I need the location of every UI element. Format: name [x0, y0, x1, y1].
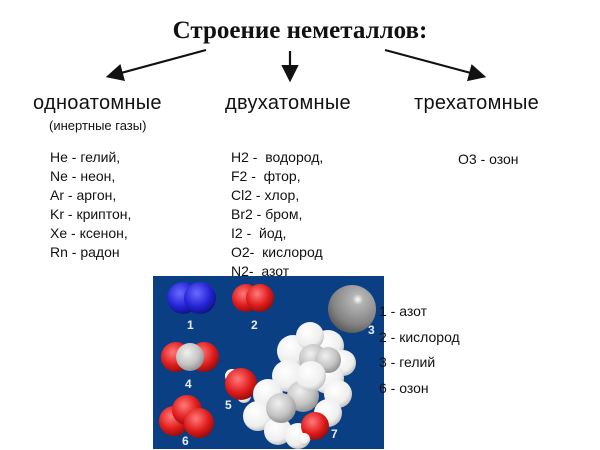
- category-monatomic: одноатомные: [33, 92, 162, 114]
- legend-item: 1 - азот: [379, 303, 428, 319]
- molecule-organic: [243, 322, 356, 449]
- figure-legend: 1 - азот 2 - кислород 3 - гелий 6 - озон: [379, 299, 460, 401]
- list-item: Br2 - бром,: [231, 206, 303, 222]
- arrow-left: [105, 48, 207, 82]
- legend-item: 2 - кислород: [379, 328, 460, 345]
- monatomic-list: He - гелий, Ne - неон, Ar - аргон, Kr - …: [50, 148, 131, 262]
- list-item: Ne - неон,: [50, 168, 116, 184]
- arrow-right: [384, 48, 487, 82]
- list-item: He - гелий,: [50, 149, 121, 165]
- list-item: Kr - криптон,: [50, 206, 132, 222]
- list-item: I2 - йод,: [231, 225, 287, 241]
- molecule-n2: [167, 282, 216, 314]
- molecule-h2o: [225, 368, 257, 403]
- category-diatomic: двухатомные: [225, 92, 351, 114]
- molecule-number: 7: [331, 427, 338, 441]
- list-item: N2- азот: [231, 263, 290, 279]
- molecule-number: 1: [187, 318, 194, 332]
- triatomic-list: O3 - озон: [458, 150, 519, 169]
- list-item: O3 - озон: [458, 151, 519, 167]
- category-triatomic: трехатомные: [414, 92, 540, 114]
- list-item: H2 - водород,: [231, 149, 324, 165]
- legend-item: 6 - озон: [379, 379, 429, 396]
- list-item: O2- кислород: [231, 244, 323, 260]
- molecule-number: 6: [182, 434, 189, 448]
- list-item: Cl2 - хлор,: [231, 187, 300, 203]
- arrows: [105, 48, 487, 83]
- list-item: Xe - ксенон,: [50, 225, 128, 241]
- molecule-models: [159, 282, 376, 449]
- category-monatomic-note: (инертные газы): [49, 118, 147, 133]
- diagram-title: Строение неметаллов:: [172, 17, 428, 44]
- molecule-number: 3: [368, 323, 375, 337]
- list-item: F2 - фтор,: [231, 168, 301, 184]
- molecule-number: 4: [185, 377, 192, 391]
- molecule-co2: [161, 342, 219, 372]
- molecule-o2: [232, 284, 274, 312]
- diatomic-list: H2 - водород, F2 - фтор, Cl2 - хлор, Br2…: [231, 148, 323, 281]
- list-item: Ar - аргон,: [50, 187, 117, 203]
- molecule-number: 5: [225, 398, 232, 412]
- legend-item: 3 - гелий: [379, 354, 436, 370]
- molecule-models-figure: 1 2 3 4 5 6 7: [153, 276, 384, 449]
- list-item: Rn - радон: [50, 244, 120, 260]
- molecule-number: 2: [251, 318, 258, 332]
- atom-he: [328, 285, 376, 333]
- molecule-o3: [159, 395, 214, 438]
